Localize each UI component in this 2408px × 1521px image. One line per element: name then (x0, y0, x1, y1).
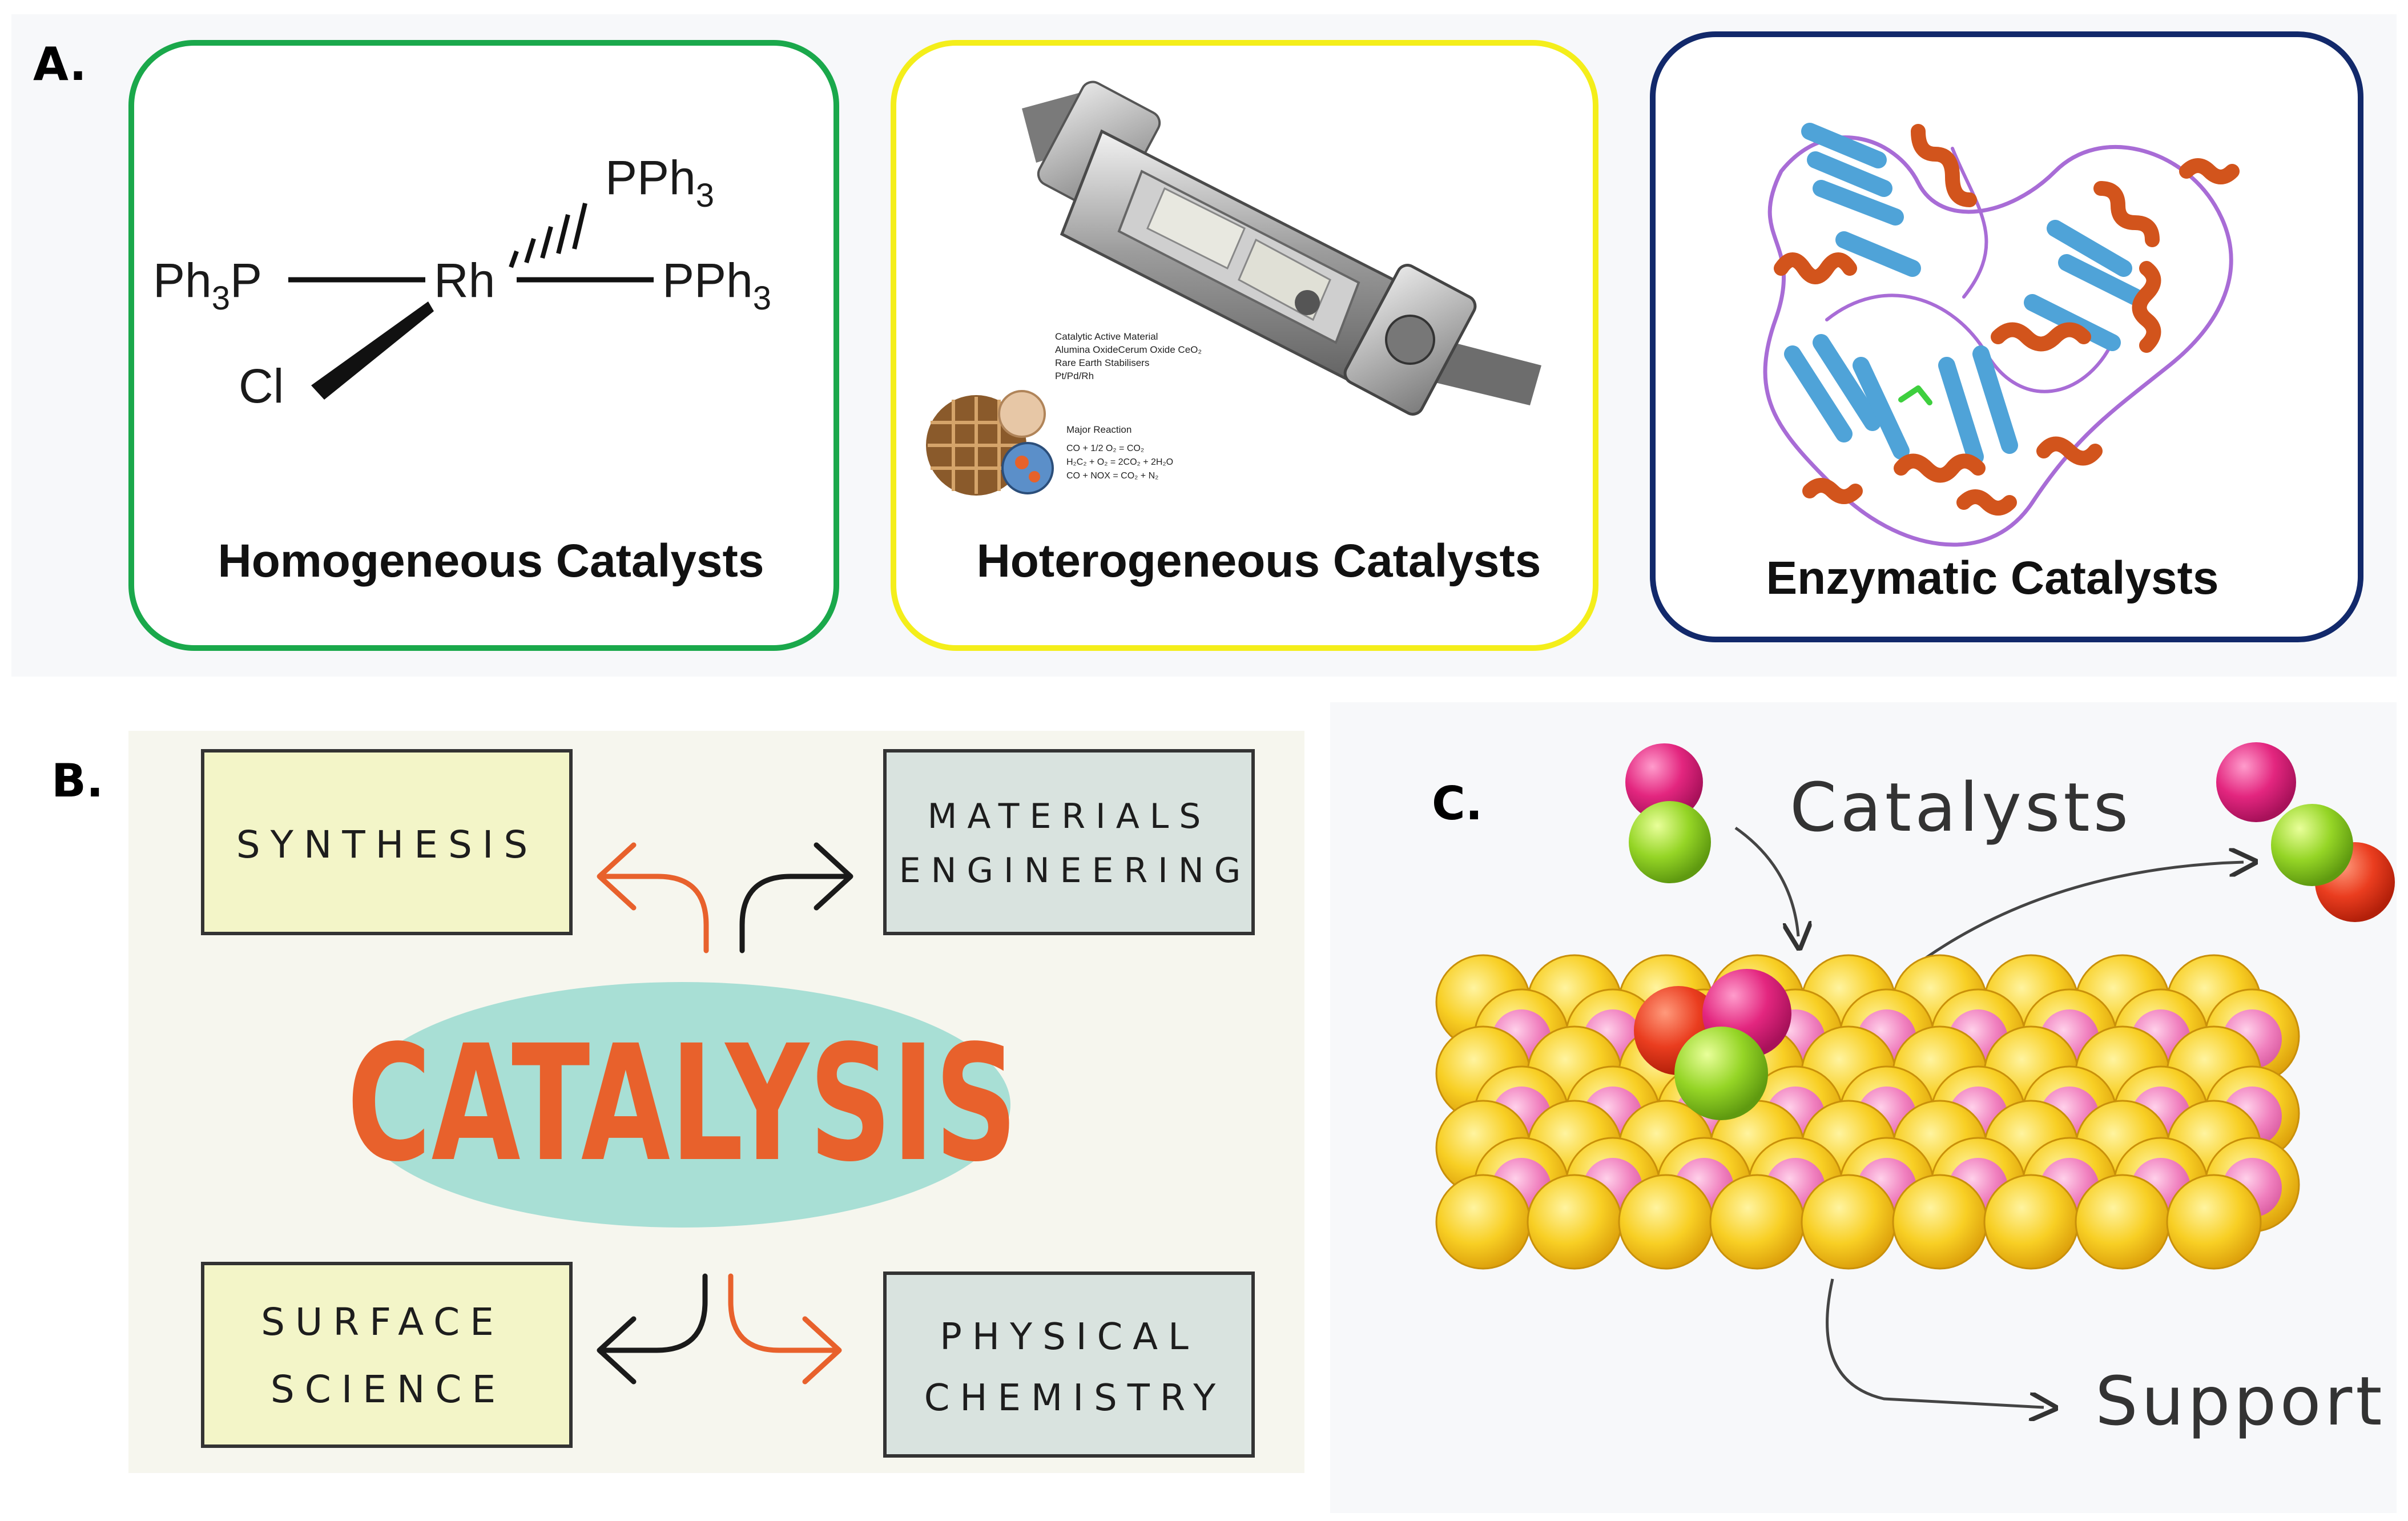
panel-b-label: B. (51, 754, 103, 807)
adsorption-arrow (1734, 826, 1798, 936)
surface-science-line-2: SCIENCE (271, 1367, 506, 1411)
surface-science-line-1: SURFACE (261, 1300, 504, 1344)
support-atom (1801, 1174, 1896, 1270)
support-atom (1892, 1174, 1988, 1270)
support-atom (1618, 1174, 1714, 1270)
panel-c-label: C. (1432, 777, 1483, 830)
wilkinson-complex-structure: Ph3P Rh PPh3 PPh3 Cl (153, 151, 771, 413)
support-arrow (1826, 1278, 2044, 1407)
panel-c-arrows (1734, 826, 2244, 1407)
material-note-4: Pt/Pd/Rh (1055, 371, 1094, 381)
solid-wedge-bond (311, 301, 434, 400)
enzyme-ribbon-structure (1763, 123, 2240, 547)
catalytic-converter-image (1022, 81, 1541, 416)
support-atom (1983, 1174, 2079, 1270)
synthesis-box: SYNTHESIS (201, 749, 573, 935)
arrow-to-synthesis (602, 874, 709, 953)
reaction-note-3: CO + NOX = CO₂ + N₂ (1066, 471, 1158, 481)
reaction-note-title: Major Reaction (1066, 424, 1131, 435)
outgoing-pink-atom (2216, 742, 2296, 822)
arrow-to-materials (739, 874, 851, 953)
incoming-green-atom (1629, 801, 1711, 883)
enzymatic-card: Enzymatic Catalysts (1650, 31, 2363, 642)
arrow-to-physical-chemistry (728, 1273, 839, 1353)
adsorbed-molecule (1634, 969, 1791, 1120)
heterogeneous-card: Catalytic Active Material Alumina OxideC… (891, 40, 1598, 651)
metal-center-label: Rh (434, 254, 495, 307)
support-lattice (1435, 954, 2300, 1270)
hashed-wedge-bond (509, 203, 587, 268)
catalysis-ellipse (354, 982, 1010, 1228)
support-atom (2166, 1174, 2262, 1270)
catalysts-label: Catalysts (1790, 768, 2132, 847)
reaction-note-1: CO + 1/2 O₂ = CO₂ (1066, 444, 1144, 453)
panel-a-label: A. (33, 38, 87, 91)
outgoing-green-atom (2271, 804, 2353, 886)
ligand-top-label: PPh3 (605, 151, 714, 214)
physical-chemistry-line-1: PHYSICAL (940, 1316, 1198, 1358)
converter-reaction-notes: Major Reaction CO + 1/2 O₂ = CO₂ H₂C₂ + … (1066, 424, 1173, 481)
homogeneous-card-border (128, 40, 839, 651)
ligand-left-label: Ph3P (153, 254, 262, 317)
catalysis-center: CATALYSIS (347, 982, 1018, 1228)
panel-b-arrows (597, 842, 853, 1385)
arrow-to-surface-science (597, 1273, 708, 1353)
homogeneous-card: Ph3P Rh PPh3 PPh3 Cl Homogeneous Catalys… (128, 40, 839, 651)
materials-engineering-line-2: ENGINEERING (899, 851, 1251, 891)
materials-engineering-line-1: MATERIALS (928, 796, 1211, 836)
support-atom (2075, 1174, 2171, 1270)
materials-engineering-box: MATERIALS ENGINEERING (883, 749, 1255, 935)
physical-chemistry-box: PHYSICAL CHEMISTRY (883, 1271, 1255, 1458)
support-atom (1527, 1174, 1622, 1270)
material-note-3: Rare Earth Stabilisers (1055, 357, 1149, 368)
heterogeneous-card-title: Hoterogeneous Catalysts (977, 535, 1541, 587)
reaction-note-2: H₂C₂ + O₂ = 2CO₂ + 2H₂O (1066, 457, 1173, 467)
incoming-molecule (1625, 743, 1711, 883)
ligand-bottom-label: Cl (239, 359, 284, 413)
physical-chemistry-line-2: CHEMISTRY (924, 1377, 1226, 1419)
synthesis-box-label: SYNTHESIS (236, 823, 538, 867)
outgoing-molecule (2216, 742, 2395, 922)
incoming-pink-atom (1625, 743, 1703, 821)
homogeneous-card-title: Homogeneous Catalysts (218, 535, 764, 587)
converter-material-notes: Catalytic Active Material Alumina OxideC… (1055, 331, 1202, 381)
ligand-right-label: PPh3 (662, 254, 771, 317)
honeycomb-inset-image (926, 390, 1054, 496)
material-note-1: Catalytic Active Material (1055, 331, 1158, 342)
enzymatic-card-title: Enzymatic Catalysts (1766, 552, 2218, 604)
material-note-2: Alumina OxideCerum Oxide CeO₂ (1055, 344, 1202, 355)
support-label: Support (2095, 1362, 2385, 1440)
surface-science-box: SURFACE SCIENCE (201, 1262, 573, 1448)
catalysis-title: CATALYSIS (347, 1011, 1018, 1197)
desorption-arrow (1923, 862, 2244, 961)
support-atom (1709, 1174, 1805, 1270)
adsorbed-green-atom (1674, 1027, 1768, 1120)
support-atom (1435, 1174, 1531, 1270)
